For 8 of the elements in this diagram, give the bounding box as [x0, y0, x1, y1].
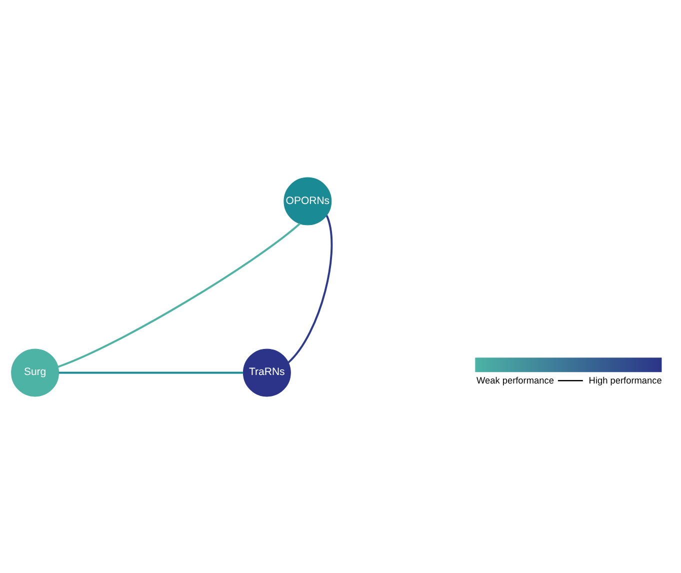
connector	[58, 371, 244, 374]
node-circle: Surg	[11, 348, 60, 396]
node-circle: OPORNs	[284, 176, 332, 225]
legend-label: High performance	[588, 375, 662, 386]
connector	[288, 214, 333, 363]
legend-label: Weak performance	[476, 375, 554, 386]
connector	[58, 222, 301, 368]
node-circle: TraRNs	[242, 348, 291, 396]
